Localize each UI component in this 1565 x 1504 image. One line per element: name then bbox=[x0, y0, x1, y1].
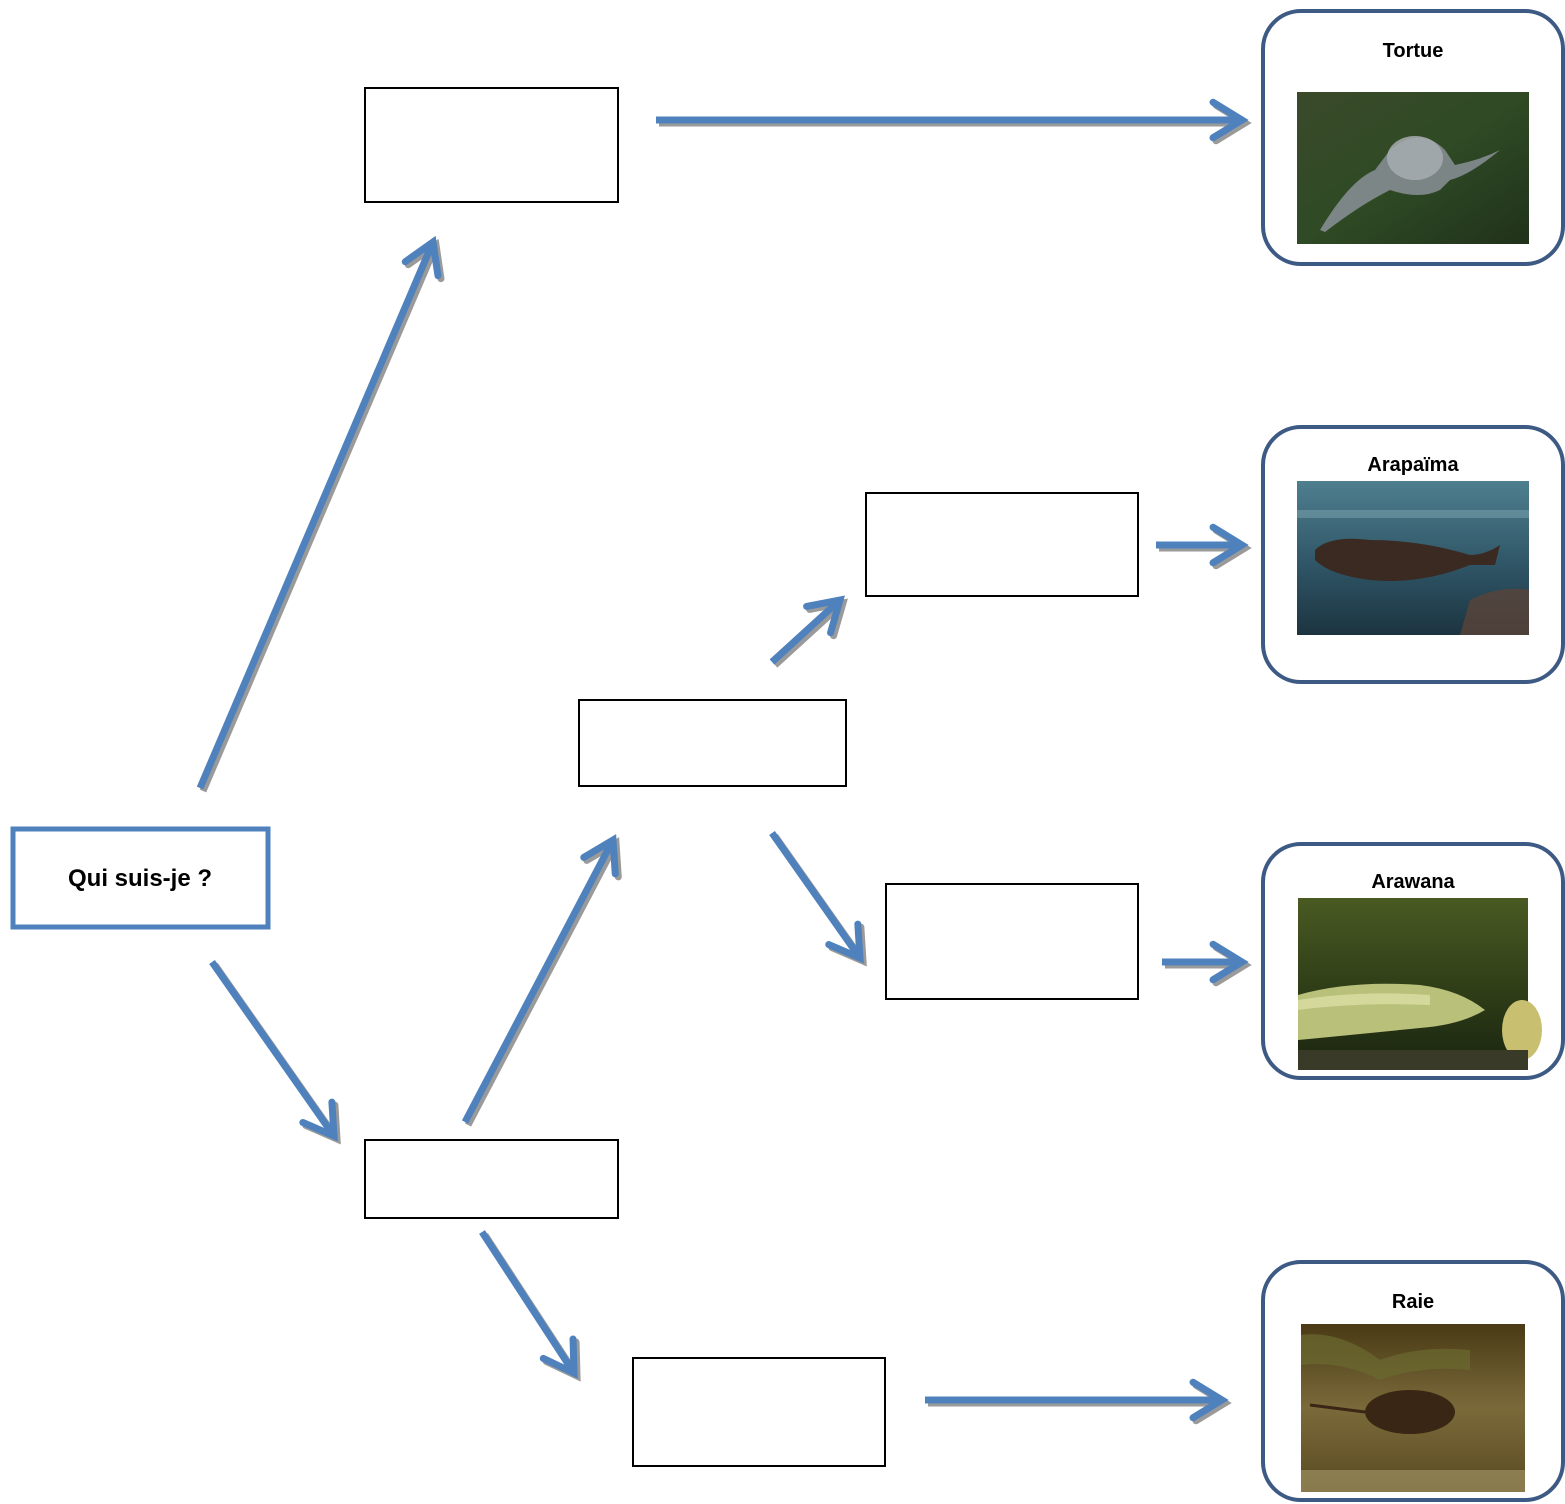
animal-name-raie: Raie bbox=[1392, 1291, 1434, 1313]
arrows bbox=[196, 98, 1249, 1422]
raie-photo bbox=[1301, 1324, 1525, 1492]
blank-box-3[interactable] bbox=[578, 699, 847, 787]
arrow-box-5-to-box-6 bbox=[479, 1230, 578, 1379]
arawana-photo bbox=[1298, 898, 1542, 1070]
blank-box-2[interactable] bbox=[865, 492, 1139, 597]
arrow-box-1-to-tortue bbox=[656, 98, 1249, 142]
animal-name-arapaima: Arapaïma bbox=[1367, 454, 1459, 476]
arrow-box-4-to-arawana bbox=[1162, 940, 1249, 984]
arapaima-photo bbox=[1297, 481, 1529, 635]
arrow-box-2-to-arapaima bbox=[1156, 523, 1249, 567]
arrow-box-5-to-box-3 bbox=[461, 834, 619, 1124]
animal-card-raie: Raie bbox=[1261, 1260, 1565, 1502]
arrow-root-to-box-1-shadow bbox=[199, 238, 445, 793]
tortue-photo bbox=[1297, 92, 1529, 244]
blank-box-1[interactable] bbox=[364, 87, 619, 203]
animal-card-arapaima: Arapaïma bbox=[1261, 425, 1565, 684]
root-label: Qui suis-je ? bbox=[68, 865, 212, 892]
animal-name-arawana: Arawana bbox=[1371, 871, 1455, 893]
arrow-box-3-to-box-4 bbox=[769, 830, 864, 964]
arrow-root-to-box-5 bbox=[209, 959, 338, 1142]
animal-card-tortue: Tortue bbox=[1261, 9, 1565, 266]
arrow-root-to-box-1 bbox=[196, 235, 442, 790]
blank-box-4[interactable] bbox=[885, 883, 1139, 1000]
root-node: Qui suis-je ? bbox=[10, 826, 271, 930]
blank-box-6[interactable] bbox=[632, 1357, 886, 1467]
animal-card-arawana: Arawana bbox=[1261, 842, 1565, 1080]
arrow-box-3-to-box-2 bbox=[769, 595, 845, 665]
blank-box-5[interactable] bbox=[364, 1139, 619, 1219]
arrow-box-5-to-box-3-shadow bbox=[464, 837, 622, 1127]
arrow-box-6-to-raie bbox=[925, 1378, 1229, 1422]
animal-name-tortue: Tortue bbox=[1383, 40, 1444, 62]
arrow-box-3-to-box-2-shadow bbox=[772, 598, 848, 668]
